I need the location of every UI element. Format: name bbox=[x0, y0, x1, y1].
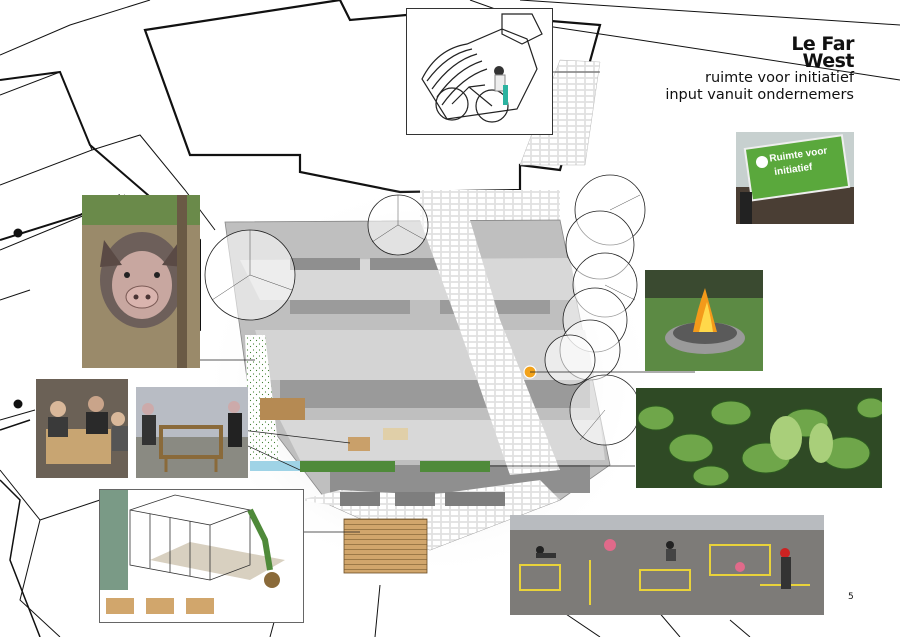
sign-text-2: initiatief bbox=[774, 162, 814, 178]
subtitle-line-2: input vanuit ondernemers bbox=[665, 87, 854, 103]
title-block: Le Far West ruimte voor initiatief input… bbox=[665, 33, 854, 104]
subtitle-line-1: ruimte voor initiatief bbox=[704, 70, 854, 86]
fire-pit-photo bbox=[645, 270, 763, 371]
pavilion-icon bbox=[100, 490, 285, 614]
wooden-deck bbox=[343, 518, 428, 574]
leaves-icon bbox=[636, 388, 882, 488]
bicycle-sculpture-icon bbox=[421, 13, 543, 123]
sign-photo: Ruimte voor initiatief bbox=[736, 132, 854, 224]
workshop-photo-2 bbox=[136, 387, 248, 478]
green-bed-2 bbox=[420, 461, 490, 472]
vegetable-garden-photo bbox=[636, 388, 882, 488]
title-line-1: Le Far bbox=[791, 33, 854, 55]
title-line-2: West bbox=[802, 50, 854, 72]
people-table-icon bbox=[136, 387, 248, 478]
street-games-photo bbox=[510, 515, 824, 615]
fire-icon bbox=[645, 270, 763, 371]
workshop-photo-1 bbox=[36, 379, 128, 478]
water-strip bbox=[250, 461, 300, 471]
billboard-icon: Ruimte voor initiatief bbox=[736, 132, 854, 224]
page-number: 5 bbox=[848, 592, 854, 602]
pig-icon bbox=[82, 195, 200, 368]
pavilion-drawing bbox=[99, 489, 304, 623]
pig-photo bbox=[82, 195, 200, 368]
chalk-drawings-icon bbox=[510, 515, 824, 615]
green-bed-1 bbox=[300, 461, 395, 472]
people-table-icon bbox=[36, 379, 128, 478]
bike-rack-photo bbox=[406, 8, 553, 135]
